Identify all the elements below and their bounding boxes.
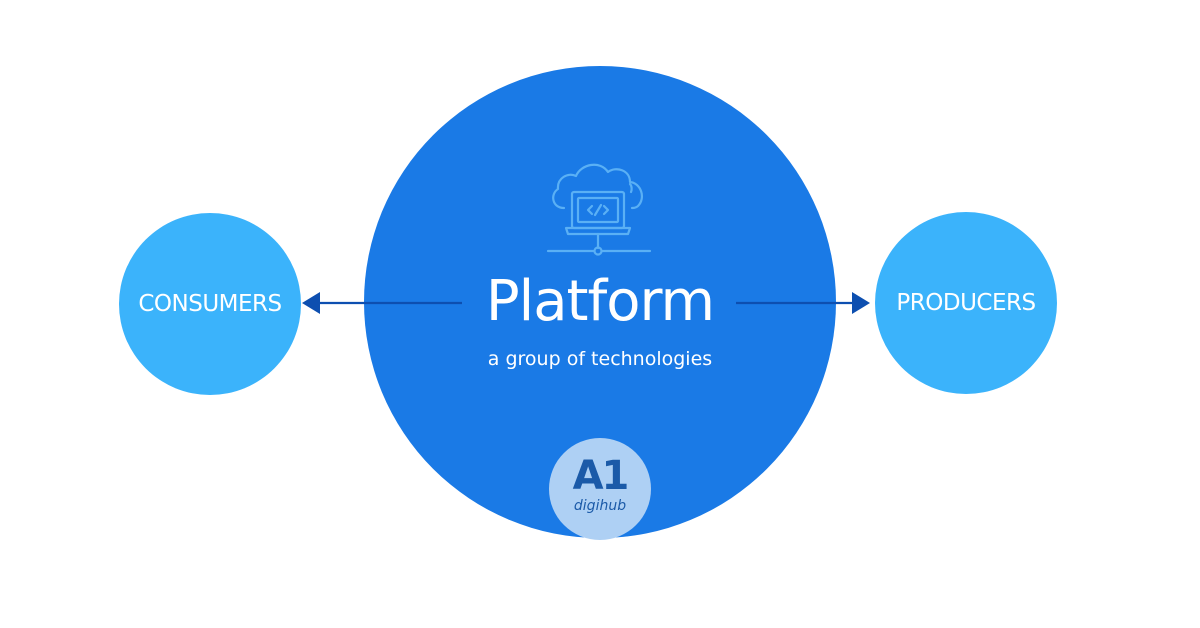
producers-label: PRODUCERS — [896, 290, 1036, 316]
arrow-head-consumers — [302, 292, 320, 314]
producers-node: PRODUCERS — [875, 212, 1057, 394]
logo-mark: A1 — [572, 453, 630, 499]
consumers-label: CONSUMERS — [138, 291, 282, 317]
logo-subtext: digihub — [573, 498, 627, 514]
platform-title: Platform — [485, 269, 715, 334]
cloud-computer-network-icon — [546, 163, 652, 256]
arrow-head-producers — [852, 292, 870, 314]
consumers-node: CONSUMERS — [119, 213, 301, 395]
a1-digihub-logo: A1 digihub — [549, 438, 651, 540]
platform-subtitle: a group of technologies — [487, 348, 713, 370]
